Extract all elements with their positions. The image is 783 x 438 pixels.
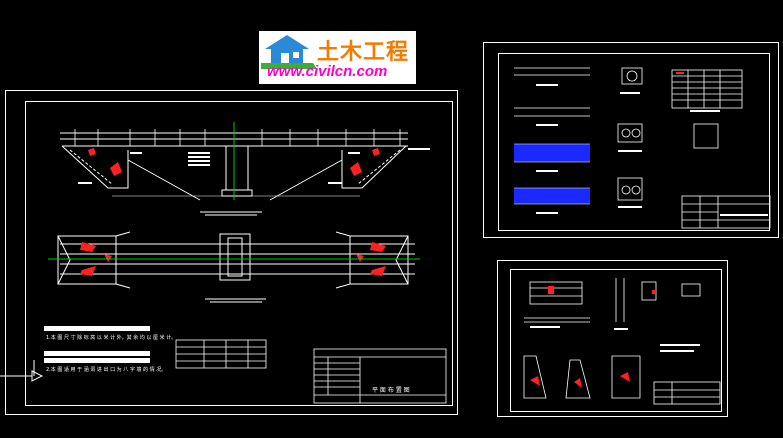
quantity-table	[175, 339, 267, 369]
title-block-label: 平 面 布 置 图	[372, 387, 410, 394]
notes-block	[44, 326, 150, 363]
plan-view	[57, 231, 415, 303]
logo-name: 土木工程	[317, 40, 410, 65]
elevation-hatch	[88, 148, 380, 176]
plan-hatch	[80, 242, 386, 276]
drawing-frame-bottom-right	[510, 269, 722, 412]
note-line-1: 1.本 图 尺 寸 除 标 高 以 米 计 外，其 余 均 以 厘 米 计。	[46, 335, 177, 341]
house-icon	[261, 35, 317, 69]
logo-url: www.civilcn.com	[267, 63, 388, 80]
civilcn-logo[interactable]: 土木工程 www.civilcn.com	[259, 31, 416, 84]
drawing-frame-main	[25, 101, 453, 406]
ucs-icon	[0, 360, 44, 382]
drawing-sheet-bottom-right[interactable]	[497, 260, 728, 417]
blue-rebar-fill	[514, 144, 590, 204]
drawing-sheet-main[interactable]	[5, 90, 458, 415]
drawing-sheet-top-right[interactable]	[483, 42, 779, 238]
title-block-main	[313, 348, 447, 404]
note-line-2: 2.本 图 适 用 于 涵 洞 进 出 口 为 八 字 墙 的 情 况。	[46, 367, 167, 373]
elevation-view	[60, 129, 408, 216]
elevation-labels	[78, 148, 430, 184]
drawing-frame-top-right	[498, 53, 770, 231]
